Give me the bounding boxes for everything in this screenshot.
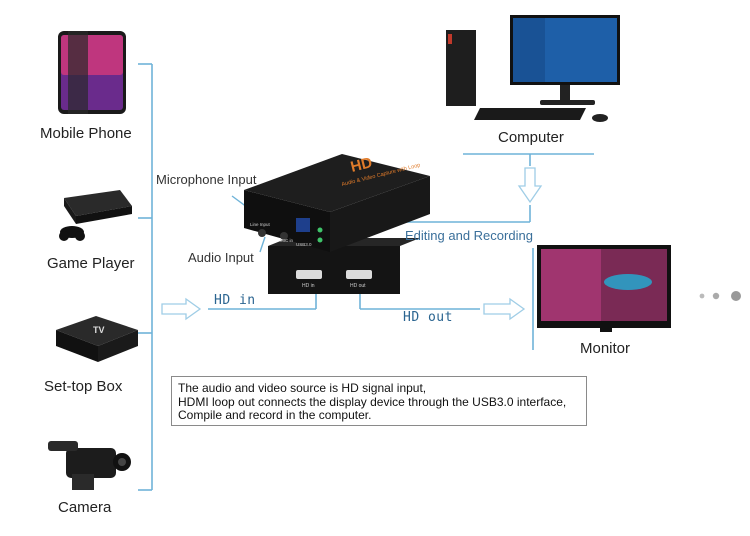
computer-image [446,15,620,122]
svg-text:TV: TV [93,325,105,335]
capture-box-image: HD Audio & Video Capture with Loop Line … [244,154,430,294]
port-line-input: Line Input [250,222,271,227]
port-usb: USB3.0 [296,242,312,247]
label-camera: Camera [58,499,112,516]
pagination-dots [699,291,741,301]
note-line-3: Compile and record in the computer. [178,408,372,422]
hd-out-arrow [359,285,526,321]
down-arrow [517,167,543,204]
port-hd-in: HD in [302,283,315,289]
label-game-player: Game Player [47,255,135,272]
label-set-top-box: Set-top Box [44,378,123,395]
label-computer: Computer [498,129,564,146]
label-editing-recording: Editing and Recording [405,228,533,243]
label-mobile-phone: Mobile Phone [40,125,132,142]
note-line-2: HDMI loop out connects the display devic… [178,394,567,409]
description-note: The audio and video source is HD signal … [171,376,587,426]
note-line-1: The audio and video source is HD signal … [178,381,427,395]
camera-image [48,441,131,490]
hd-in-arrow [161,285,317,321]
label-monitor: Monitor [580,340,631,357]
mobile-phone-image [58,31,126,114]
source-bracket [138,63,153,491]
game-player-image [59,190,132,241]
label-microphone-input: Microphone Input [156,172,257,187]
box-hd-logo: HD [349,154,374,176]
label-audio-input: Audio Input [188,250,254,265]
set-top-box-image: TV [56,316,138,362]
label-hd-in: HD in [214,293,256,308]
audio-pointer [259,236,266,253]
monitor-image [537,245,671,332]
port-mic-in: MIC in [280,238,293,243]
port-hd-out: HD out [350,283,366,289]
label-hd-out: HD out [403,310,453,325]
